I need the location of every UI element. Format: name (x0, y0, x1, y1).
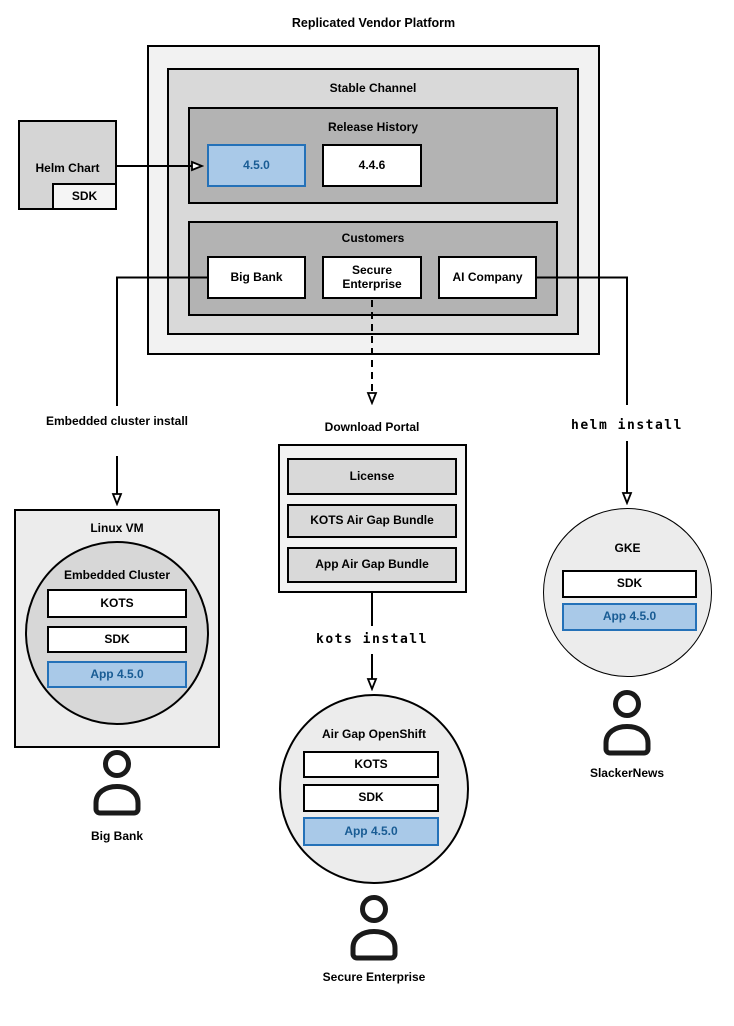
customer-big-bank: Big Bank (207, 256, 306, 299)
user-icon (93, 750, 141, 816)
gke-title: GKE (614, 541, 641, 555)
openshift-sdk: SDK (303, 784, 439, 812)
portal-license: License (287, 458, 457, 495)
linux-vm-app: App 4.5.0 (47, 661, 187, 688)
user-label-big-bank: Big Bank (90, 829, 143, 843)
stable-channel-title: Stable Channel (329, 81, 417, 95)
portal-kots-bundle: KOTS Air Gap Bundle (287, 504, 457, 538)
release-history-title: Release History (327, 120, 419, 134)
user-label-slackernews: SlackerNews (589, 766, 665, 780)
user-icon (603, 690, 651, 756)
release-446: 4.4.6 (322, 144, 422, 187)
kots-install-command: kots install (316, 632, 428, 647)
linux-vm-title: Linux VM (90, 521, 144, 535)
linux-vm-sdk: SDK (47, 626, 187, 653)
openshift-app: App 4.5.0 (303, 817, 439, 846)
helm-chart-sdk: SDK (52, 183, 117, 210)
helm-install-command: helm install (571, 418, 683, 433)
embedded-cluster-title: Embedded Cluster (63, 568, 171, 582)
user-icon (350, 895, 398, 961)
helm-chart-title: Helm Chart (35, 161, 100, 175)
release-450: 4.5.0 (207, 144, 306, 187)
customers-title: Customers (341, 231, 405, 245)
linux-vm-kots: KOTS (47, 589, 187, 618)
embedded-install-label: Embedded cluster install (45, 414, 189, 428)
customer-ai-company: AI Company (438, 256, 537, 299)
portal-app-bundle: App Air Gap Bundle (287, 547, 457, 583)
download-portal-title: Download Portal (324, 420, 420, 434)
openshift-kots: KOTS (303, 751, 439, 778)
user-label-secure-enterprise: Secure Enterprise (322, 970, 426, 984)
openshift-title: Air Gap OpenShift (321, 727, 426, 741)
gke-app: App 4.5.0 (562, 603, 697, 631)
gke-sdk: SDK (562, 570, 697, 598)
diagram-title: Replicated Vendor Platform (291, 16, 456, 30)
customer-secure-enterprise: Secure Enterprise (322, 256, 422, 299)
